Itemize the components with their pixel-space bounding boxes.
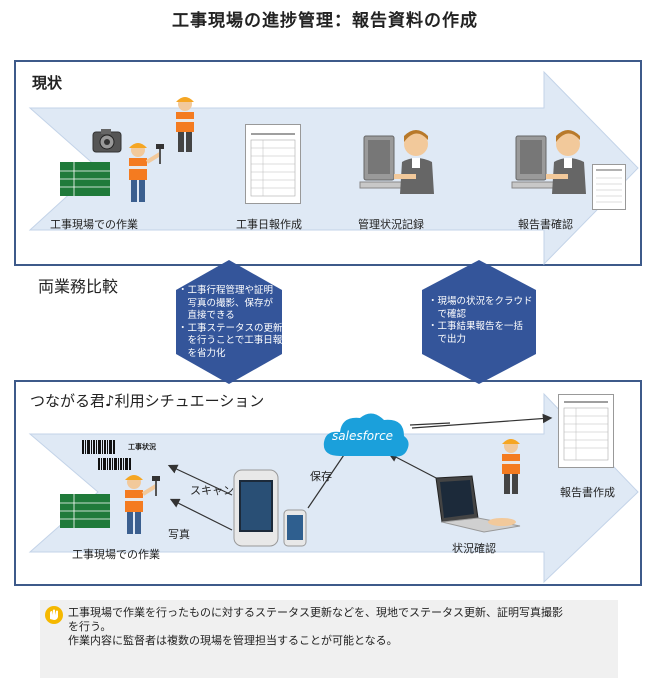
hex-right-line: で出力: [428, 333, 467, 345]
note-text: 工事現場で作業を行ったものに対するステータス更新などを、現地でステータス更新、証…: [68, 606, 616, 648]
supervisor-icon: [176, 97, 194, 152]
hexagon-right: [422, 260, 536, 384]
worker-icon: [502, 439, 520, 494]
note-line-1: 工事現場で作業を行ったものに対するステータス更新などを、現地でステータス更新、証…: [68, 606, 563, 619]
document-icon: [592, 164, 626, 210]
site-board-icon: [60, 162, 110, 196]
note-line-3: 作業内容に監督者は複数の現場を管理担当することが可能となる。: [68, 634, 398, 647]
flow-arrows: [167, 422, 450, 531]
hex-left-line: ・工事ステータスの更新: [178, 322, 283, 334]
future-site-work-label: 工事現場での作業: [72, 548, 160, 561]
document-icon: [558, 394, 614, 468]
note-line-2: を行う。: [68, 620, 112, 633]
site-board-icon: [60, 494, 110, 528]
status-check-label: 状況確認: [452, 542, 496, 555]
camera-icon: [92, 129, 122, 153]
current-state-heading: 現状: [32, 74, 63, 92]
worker-icon: [125, 475, 160, 534]
smartphone-icon: [233, 469, 307, 547]
hex-left-line: 直接できる: [178, 310, 235, 321]
hex-right-line: ・工事結果報告を一括: [428, 321, 524, 332]
hex-left-line: 写真の撮影、保存が: [178, 297, 274, 309]
scan-label: スキャン: [190, 484, 234, 497]
step-report-confirm-label: 報告書確認: [518, 218, 573, 231]
note-box: [40, 600, 618, 678]
office-worker-icon: [511, 130, 586, 194]
hex-right-line: で確認: [428, 308, 467, 320]
hex-left-line: を行うことで工事日報: [178, 335, 283, 346]
page-title: 工事現場の進捗管理：報告資料の作成: [172, 11, 478, 31]
flow-arrow-to-report: [411, 413, 553, 429]
hex-left-line: を省力化: [178, 347, 226, 359]
barcode-icon: [82, 440, 115, 454]
step-daily-report-label: 工事日報作成: [236, 218, 302, 231]
worker-icon: [129, 143, 164, 202]
future-state-heading: つながる君♪利用シチュエーション: [30, 392, 265, 410]
cloud-label: salesforce: [332, 429, 394, 443]
compare-heading: 両業務比較: [38, 277, 119, 296]
step-site-work-label: 工事現場での作業: [50, 218, 138, 231]
save-label: 保存: [310, 470, 332, 483]
hexagon-left: [176, 260, 282, 384]
status-tag-label: 工事状況: [128, 443, 156, 451]
photo-label: 写真: [168, 528, 190, 541]
barcode-icon: [98, 458, 131, 470]
hexagon-left-text: ・工事行程管理や証明 写真の撮影、保存が 直接できる ・工事ステータスの更新 を…: [178, 285, 283, 360]
hex-left-line: ・工事行程管理や証明: [178, 285, 274, 296]
hexagon-right-text: ・現場の状況をクラウド で確認 ・工事結果報告を一括 で出力: [428, 296, 533, 346]
hex-right-line: ・現場の状況をクラウド: [428, 296, 533, 307]
hand-icon: [45, 606, 63, 624]
step-management-record-label: 管理状況記録: [358, 218, 424, 231]
laptop-icon: [435, 475, 521, 533]
report-create-label: 報告書作成: [560, 486, 615, 499]
cloud-icon: [323, 413, 409, 457]
document-icon: [245, 124, 301, 204]
office-worker-icon: [359, 130, 434, 194]
